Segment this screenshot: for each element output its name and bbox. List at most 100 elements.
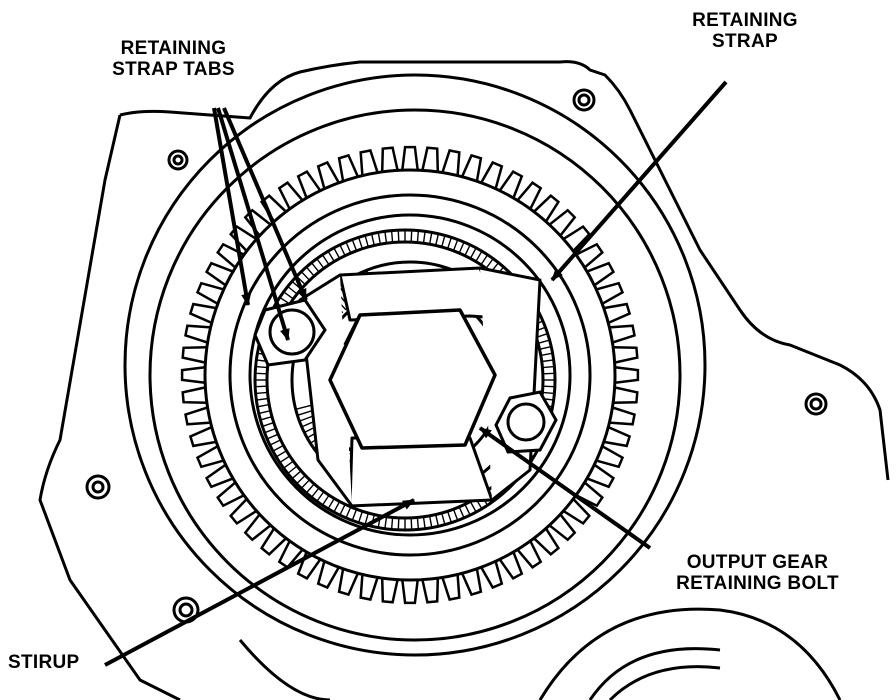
gear-tooth bbox=[498, 551, 524, 581]
gear-tooth bbox=[181, 386, 207, 405]
label-line: RETAINING bbox=[120, 38, 227, 59]
gear-tooth bbox=[216, 242, 245, 269]
strap-hatch-line bbox=[287, 465, 298, 475]
strap-hatch-line bbox=[541, 359, 554, 363]
gear-tooth bbox=[516, 540, 543, 569]
strap-hatch-line bbox=[410, 230, 413, 243]
strap-hatch-line bbox=[422, 231, 426, 244]
gear-tooth bbox=[296, 551, 322, 581]
strap-hatch-line bbox=[316, 491, 325, 502]
label-output-gear-retaining-bolt: OUTPUT GEAR RETAINING BOLT bbox=[650, 552, 865, 594]
strap-hatch-line bbox=[377, 232, 382, 245]
strap-hatch-line bbox=[351, 508, 358, 521]
strap-hatch-line bbox=[458, 241, 465, 254]
gear-tooth bbox=[359, 574, 379, 601]
gear-tooth bbox=[243, 513, 272, 542]
strap-hatch-line bbox=[452, 239, 459, 252]
strap-hatch-line bbox=[333, 501, 341, 513]
strap-hatch-line bbox=[397, 230, 400, 243]
strap-hatch-line bbox=[321, 254, 330, 266]
gear-tooth bbox=[498, 169, 524, 199]
case-housing bbox=[38, 60, 890, 700]
label-line: STRAP TABS bbox=[112, 59, 235, 80]
gear-tooth bbox=[421, 578, 440, 604]
strap-hatch-line bbox=[310, 262, 320, 273]
strap-hatch-line bbox=[345, 506, 352, 519]
gear-tooth bbox=[460, 568, 483, 597]
gear-tooth bbox=[562, 498, 591, 526]
strap-hatch-line bbox=[384, 231, 388, 244]
gear-tooth bbox=[204, 463, 234, 489]
strap-hatch-line bbox=[257, 403, 270, 408]
strap-hatch-line bbox=[310, 487, 320, 498]
strap-hatch-line bbox=[275, 450, 287, 458]
gear-tooth bbox=[188, 302, 217, 325]
lower-right-arc bbox=[538, 607, 842, 700]
strap-hatch-line bbox=[446, 237, 453, 250]
strap-hatch-line bbox=[287, 285, 298, 295]
gear-tooth bbox=[296, 169, 322, 199]
strap-hatch-line bbox=[300, 479, 311, 489]
label-stirup: STIRUP bbox=[8, 652, 108, 673]
strap-hatch-line bbox=[269, 439, 282, 446]
strap-hatch-line bbox=[542, 372, 555, 375]
gear-tooth bbox=[229, 498, 258, 526]
gear-tooth bbox=[603, 425, 632, 448]
leader-arrows bbox=[104, 80, 728, 667]
strap-hatch-line bbox=[333, 247, 341, 259]
strap-hatch-line bbox=[339, 503, 346, 516]
gear-tooth bbox=[316, 560, 340, 590]
strap-hatch-line bbox=[370, 233, 375, 246]
gear-tooth bbox=[480, 160, 504, 190]
gear-tooth bbox=[441, 149, 461, 176]
strap-hatch-line bbox=[316, 258, 325, 269]
strap-hatch-line bbox=[390, 230, 394, 243]
gear-tooth bbox=[548, 208, 577, 237]
gear-tooth bbox=[480, 560, 504, 590]
strap-hatch-line bbox=[542, 385, 555, 388]
gear-tooth bbox=[195, 281, 225, 305]
gear-tooth bbox=[613, 386, 639, 405]
gear-tooth bbox=[188, 425, 217, 448]
strap-hatch-line bbox=[300, 271, 311, 281]
strap-hatch-line bbox=[446, 510, 453, 523]
strap-hatch-line bbox=[464, 503, 471, 516]
strap-hatch-line bbox=[441, 235, 446, 248]
label-line: STRAP bbox=[712, 31, 778, 52]
strap-hatch-line bbox=[364, 512, 369, 525]
gear-tooth bbox=[216, 481, 245, 508]
strap-hatch-line bbox=[542, 391, 555, 395]
strap-hatch-line bbox=[475, 250, 483, 262]
gear-tooth bbox=[533, 527, 561, 556]
strap-hatch-line bbox=[256, 397, 269, 401]
gear-tooth bbox=[575, 481, 604, 508]
strap-hatch-line bbox=[422, 516, 426, 529]
label-retaining-strap-tabs: RETAINING STRAP TABS bbox=[96, 38, 251, 80]
strap-hatch-line bbox=[357, 510, 364, 523]
strap-hatch-line bbox=[435, 233, 440, 246]
gear-tooth bbox=[609, 406, 636, 426]
gear-tooth bbox=[609, 324, 636, 344]
label-line: RETAINING BOLT bbox=[676, 573, 839, 594]
gear-tooth bbox=[204, 261, 234, 287]
strap-hatch-line bbox=[537, 339, 550, 344]
strap-hatch-line bbox=[255, 391, 268, 395]
strap-hatch-line bbox=[262, 421, 275, 428]
gear-tooth bbox=[460, 153, 483, 182]
strap-hatch-line bbox=[296, 474, 306, 485]
strap-hatch-line bbox=[410, 517, 413, 530]
strap-hatch-line bbox=[390, 517, 394, 530]
output-gear-retaining-bolt bbox=[328, 308, 497, 450]
strap-hatch-line bbox=[542, 365, 555, 369]
strap-hatch-line bbox=[255, 372, 268, 375]
strap-hatch-line bbox=[539, 345, 552, 350]
stirup bbox=[298, 266, 542, 508]
strap-hatch-line bbox=[279, 455, 291, 464]
label-line: RETAINING bbox=[692, 10, 798, 31]
gear-tooth bbox=[277, 540, 304, 569]
strap-hatch-line bbox=[441, 512, 446, 525]
gear-tooth bbox=[337, 153, 360, 182]
strap-hatch-line bbox=[452, 508, 459, 521]
retaining-strap-tab-right bbox=[494, 390, 558, 454]
